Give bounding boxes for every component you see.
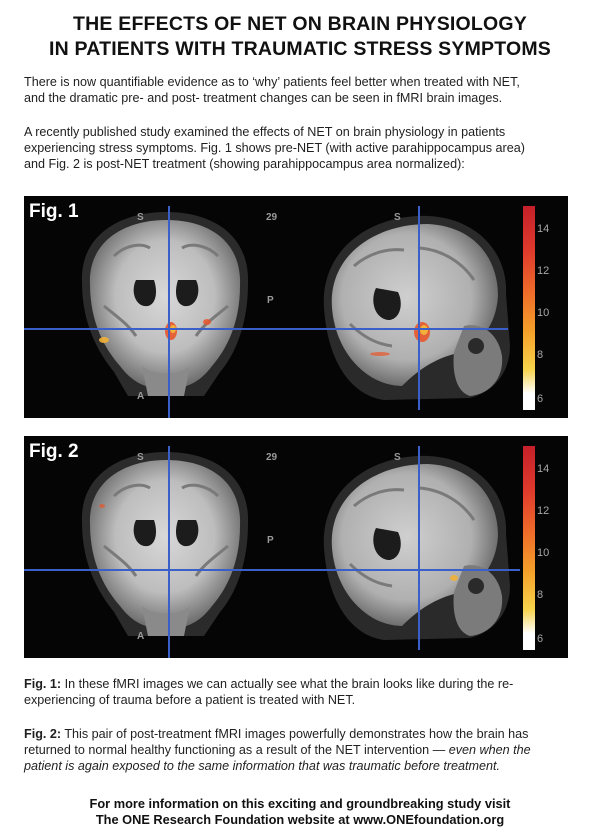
fig2-scale-tick-14: 14 [537, 463, 550, 475]
title-line-2: IN PATIENTS WITH TRAUMATIC STRESS SYMPTO… [48, 38, 552, 60]
fig1-scale-tick-14: 14 [537, 223, 550, 235]
fig1-label: Fig. 1 [29, 201, 79, 222]
fig2-color-scale [523, 446, 535, 650]
fig2-brain-scans [24, 446, 520, 658]
page-title: THE EFFECTS OF NET ON BRAIN PHYSIOLOGY I… [0, 12, 600, 62]
activation-spots [99, 504, 458, 581]
fig1-scale-tick-6: 6 [537, 393, 544, 405]
fig2-caption-line-2: returned to normal healthy functioning a… [24, 742, 580, 758]
study-paragraph: A recently published study examined the … [24, 124, 580, 172]
fig2-caption-label: Fig. 2: [24, 727, 62, 741]
fig1-brain-scans [24, 206, 510, 418]
coronal-brain [81, 212, 249, 396]
fig2-caption-italic-3: patient is again exposed to the same inf… [24, 759, 501, 773]
crosshairs [24, 206, 508, 418]
sagittal-brain [323, 215, 510, 400]
fig1-orient-slice: 29 [266, 212, 278, 223]
fig1-scale-tick-10: 10 [537, 307, 550, 319]
fig2-caption: Fig. 2: This pair of post-treatment fMRI… [24, 726, 580, 774]
fig1-fmri-image: Fig. 1 S 29 S P A 14 12 10 8 6 [24, 196, 568, 418]
study-line-1: A recently published study examined the … [24, 125, 506, 139]
title-line-1: THE EFFECTS OF NET ON BRAIN PHYSIOLOGY [73, 13, 527, 35]
footer-line-1: For more information on this exciting an… [89, 796, 511, 811]
fig2-scale-tick-12: 12 [537, 505, 550, 517]
fig2-orient-a: A [137, 631, 145, 642]
fig1-caption: Fig. 1: In these fMRI images we can actu… [24, 676, 580, 708]
coronal-brain [81, 452, 249, 636]
fig2-caption-line-1: Fig. 2: This pair of post-treatment fMRI… [24, 726, 580, 742]
fig2-fmri-image: Fig. 2 S 29 S P A 14 12 10 8 6 [24, 436, 568, 658]
fig2-caption-text-2: returned to normal healthy functioning a… [24, 743, 449, 757]
fig1-caption-label: Fig. 1: [24, 677, 62, 691]
study-line-3: and Fig. 2 is post-NET treatment (showin… [24, 157, 465, 171]
fig2-scale-tick-6: 6 [537, 633, 544, 645]
fig1-orient-p: P [267, 295, 274, 306]
fig1-color-scale [523, 206, 535, 410]
intro-paragraph: There is now quantifiable evidence as to… [24, 74, 580, 106]
fig1-caption-text-1: In these fMRI images we can actually see… [61, 677, 514, 691]
fig2-orient-slice: 29 [266, 452, 278, 463]
fig2-orient-p: P [267, 535, 274, 546]
fig1-orient-a: A [137, 391, 145, 402]
fig2-scale-tick-10: 10 [537, 547, 550, 559]
fig2-orient-s-right: S [394, 452, 401, 463]
intro-line-2: and the dramatic pre- and post- treatmen… [24, 91, 503, 105]
fig1-orient-s-right: S [394, 212, 401, 223]
fig2-caption-line-3: patient is again exposed to the same inf… [24, 758, 580, 774]
fig1-scale-tick-8: 8 [537, 349, 544, 361]
fig2-label: Fig. 2 [29, 441, 79, 462]
footer-note: For more information on this exciting an… [0, 796, 600, 828]
fig2-caption-text-1: This pair of post-treatment fMRI images … [61, 727, 529, 741]
fig1-scale-tick-12: 12 [537, 265, 550, 277]
footer-line-2: The ONE Research Foundation website at w… [95, 812, 505, 827]
fig1-orient-s-left: S [137, 212, 144, 223]
fig1-caption-line-1: Fig. 1: In these fMRI images we can actu… [24, 676, 580, 692]
intro-line-1: There is now quantifiable evidence as to… [24, 75, 520, 89]
fig2-orient-s-left: S [137, 452, 144, 463]
sagittal-brain [323, 455, 510, 640]
fig1-caption-line-2: experiencing of trauma before a patient … [24, 693, 356, 707]
fig2-caption-italic-2: even when the [448, 743, 531, 757]
crosshairs [24, 446, 520, 658]
fig2-scale-tick-8: 8 [537, 589, 544, 601]
study-line-2: experiencing stress symptoms. Fig. 1 sho… [24, 141, 525, 155]
